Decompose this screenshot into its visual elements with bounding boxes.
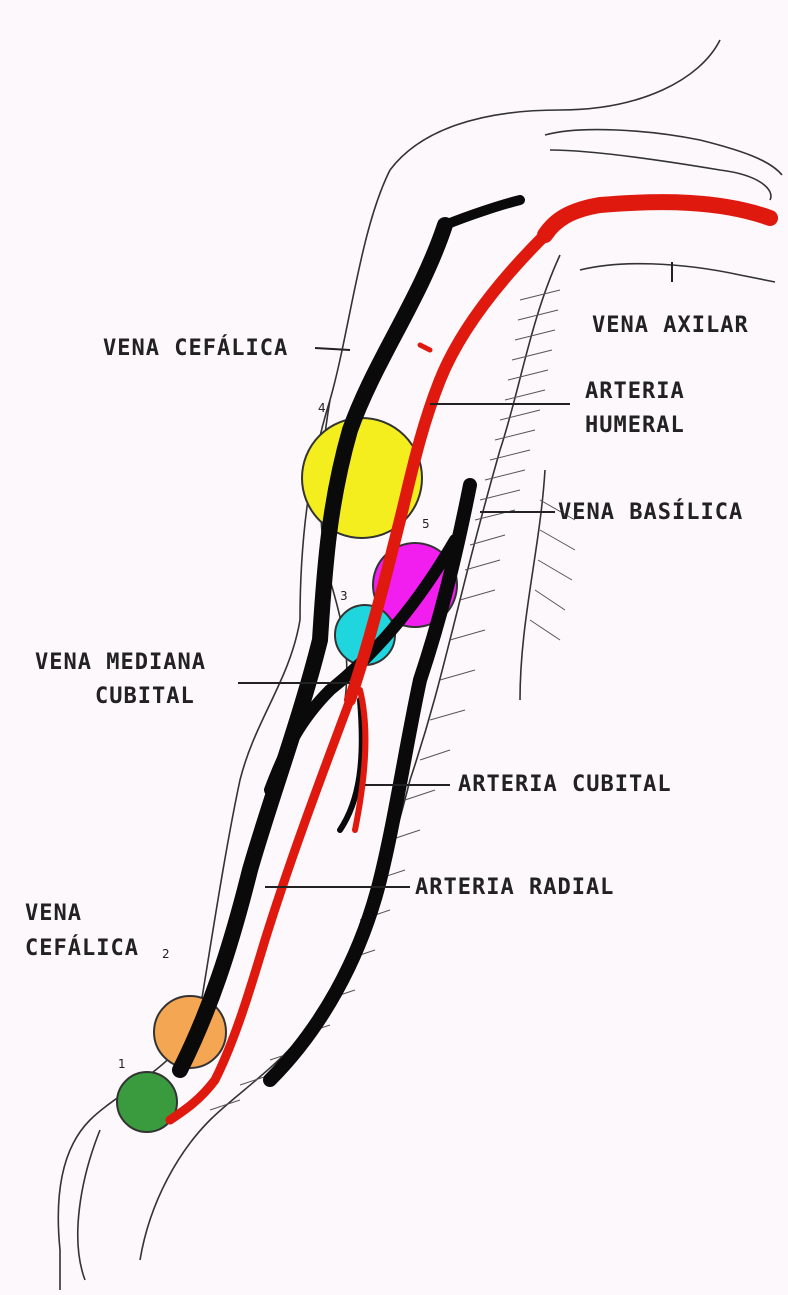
site-number-2: 2 bbox=[162, 947, 170, 961]
label-arteria-humeral-1: ARTERIA bbox=[585, 379, 685, 404]
site-number-4: 4 bbox=[318, 401, 326, 415]
label-vena-mediana-2: CUBITAL bbox=[95, 684, 195, 709]
site-number-3: 3 bbox=[340, 589, 348, 603]
label-vena-cefalica-lower-2: CEFÁLICA bbox=[25, 935, 139, 961]
site-number-1: 1 bbox=[118, 1057, 126, 1071]
cephalic-vein-top bbox=[445, 200, 520, 225]
artery-branch bbox=[420, 345, 430, 350]
label-vena-cefalica-upper: VENA CEFÁLICA bbox=[103, 335, 288, 361]
label-vena-axilar: VENA AXILAR bbox=[592, 313, 749, 338]
label-arteria-cubital: ARTERIA CUBITAL bbox=[458, 772, 672, 797]
label-arteria-humeral-2: HUMERAL bbox=[585, 413, 685, 438]
site-number-5: 5 bbox=[422, 517, 430, 531]
axillary-artery bbox=[545, 202, 770, 235]
label-vena-mediana-1: VENA MEDIANA bbox=[35, 650, 206, 675]
label-vena-basilica: VENA BASÍLICA bbox=[558, 499, 743, 525]
label-vena-cefalica-lower-1: VENA bbox=[25, 901, 82, 926]
label-arteria-radial: ARTERIA RADIAL bbox=[415, 875, 614, 900]
